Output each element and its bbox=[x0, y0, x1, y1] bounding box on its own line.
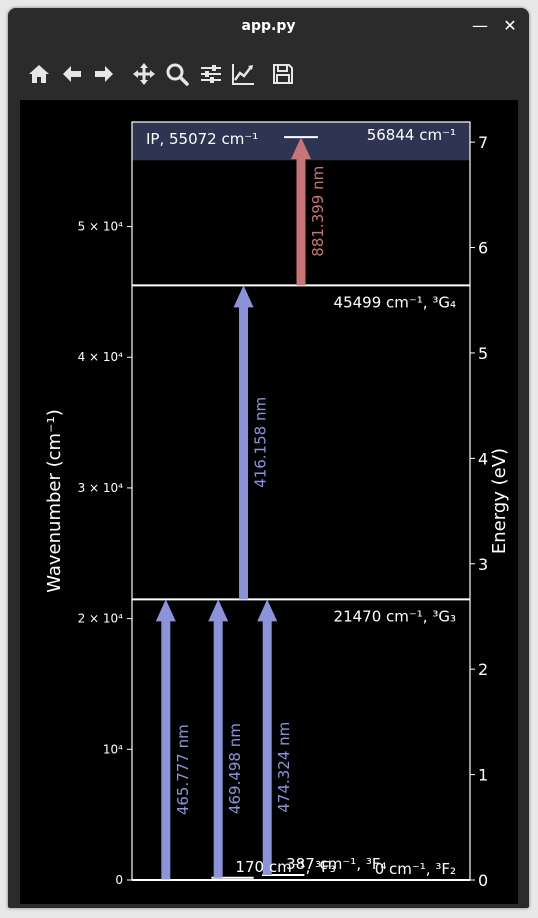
right-tick-label: 2 bbox=[478, 660, 488, 679]
left-tick-label: 2 × 10⁴ bbox=[78, 612, 124, 626]
level-label: 45499 cm⁻¹, ³G₄ bbox=[334, 293, 456, 311]
level-label: 0 cm⁻¹, ³F₂ bbox=[375, 860, 456, 878]
transition-arrow bbox=[208, 599, 229, 878]
transition-arrow bbox=[291, 137, 311, 286]
level-label: 387 cm⁻¹, ³F₄ bbox=[286, 855, 386, 873]
transition-label: 881.399 nm bbox=[309, 166, 327, 257]
subplots-icon bbox=[201, 65, 221, 83]
title-bar: app.py — ✕ bbox=[8, 8, 529, 46]
back-icon bbox=[63, 66, 81, 82]
app-window: app.py — ✕ bbox=[8, 8, 529, 908]
ionization-label: IP, 55072 cm⁻¹ bbox=[146, 130, 258, 148]
left-tick-label: 3 × 10⁴ bbox=[78, 481, 124, 495]
zoom-button[interactable] bbox=[163, 60, 191, 88]
axes-frame bbox=[131, 121, 471, 881]
transition-label: 465.777 nm bbox=[174, 724, 192, 815]
transition-arrow bbox=[155, 599, 176, 880]
window-title: app.py bbox=[241, 18, 296, 34]
transition-arrow bbox=[233, 285, 254, 600]
level-label: 21470 cm⁻¹, ³G₃ bbox=[334, 607, 456, 625]
y-axis-label-right: Energy (eV) bbox=[489, 448, 510, 554]
axes-edit-icon bbox=[232, 64, 254, 85]
save-icon bbox=[273, 64, 293, 84]
save-button[interactable] bbox=[269, 60, 297, 88]
transition-label: 416.158 nm bbox=[252, 397, 270, 488]
toolbar bbox=[8, 58, 529, 92]
close-button[interactable]: ✕ bbox=[503, 16, 517, 35]
home-button[interactable] bbox=[25, 60, 53, 88]
pan-button[interactable] bbox=[130, 60, 158, 88]
pan-icon bbox=[133, 63, 155, 85]
right-tick-label: 0 bbox=[478, 871, 488, 890]
y-axis-label-left: Wavenumber (cm⁻¹) bbox=[44, 409, 65, 593]
left-tick-label: 5 × 10⁴ bbox=[78, 220, 124, 234]
level-label: 170 cm⁻¹, ³F₃ bbox=[235, 858, 335, 876]
forward-icon bbox=[95, 66, 113, 82]
transition-label: 469.498 nm bbox=[226, 723, 244, 814]
right-tick-label: 7 bbox=[478, 133, 488, 152]
right-tick-label: 5 bbox=[478, 344, 488, 363]
subplots-button[interactable] bbox=[197, 60, 225, 88]
forward-button[interactable] bbox=[90, 60, 118, 88]
home-icon bbox=[29, 65, 49, 83]
right-tick-label: 3 bbox=[478, 555, 488, 574]
left-tick-label: 10⁴ bbox=[103, 742, 123, 756]
left-tick-label: 0 bbox=[115, 873, 123, 887]
axes-edit-button[interactable] bbox=[229, 60, 257, 88]
right-tick-label: 1 bbox=[478, 766, 488, 785]
left-tick-label: 4 × 10⁴ bbox=[78, 350, 124, 364]
back-button[interactable] bbox=[58, 60, 86, 88]
right-tick-label: 6 bbox=[478, 239, 488, 258]
zoom-icon bbox=[166, 63, 189, 86]
right-tick-label: 4 bbox=[478, 449, 488, 468]
transition-arrow bbox=[257, 599, 278, 875]
minimize-button[interactable]: — bbox=[472, 16, 488, 35]
transition-label: 474.324 nm bbox=[275, 722, 293, 813]
level-label: 56844 cm⁻¹ bbox=[367, 126, 456, 144]
